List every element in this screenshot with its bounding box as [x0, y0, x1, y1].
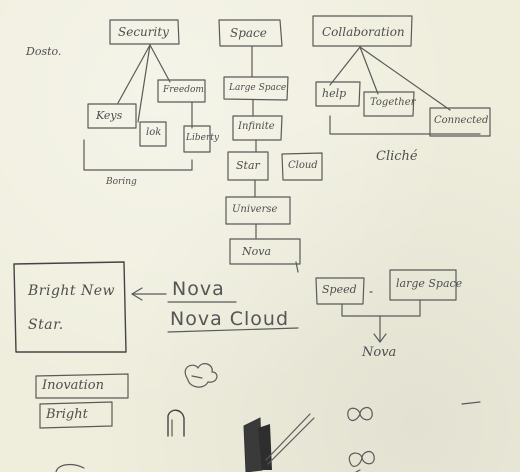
nova-cloud-heading: Nova Cloud [170, 308, 290, 330]
dosto-note: Dosto. [26, 45, 62, 58]
help-node: help [322, 87, 347, 100]
collaboration-tree-strokes [312, 15, 491, 137]
space-tree-strokes [218, 19, 323, 273]
combo-strokes [315, 269, 457, 343]
nova-node: Nova [242, 245, 272, 258]
freedom-node: Freedom [163, 85, 204, 95]
security-tree-strokes [83, 19, 211, 171]
result-box-line1: Bright New [28, 283, 116, 299]
speed-node: Speed [322, 283, 357, 296]
universe-node: Universe [232, 204, 278, 215]
collaboration-node: Collaboration [322, 25, 405, 39]
cliche-note: Cliché [376, 149, 418, 164]
lok-node: lok [146, 127, 162, 138]
result-box-line2: Star. [28, 317, 64, 333]
large-space-box: large Space [396, 277, 463, 290]
bottom-strokes [35, 363, 481, 472]
result-strokes [13, 261, 299, 353]
connected-node: Connected [434, 115, 489, 126]
star-node: Star [236, 159, 260, 172]
nova-result: Nova [362, 345, 397, 360]
innovation-label: Inovation [42, 378, 105, 393]
boring-note: Boring [106, 177, 137, 187]
space-node: Space [230, 26, 267, 40]
infinite-node: Infinite [238, 121, 275, 132]
security-node: Security [118, 25, 169, 39]
keys-node: Keys [96, 109, 123, 122]
nova-heading: Nova [172, 278, 225, 300]
cloud-node: Cloud [288, 160, 318, 171]
together-node: Together [370, 97, 416, 108]
bright-label: Bright [46, 407, 88, 422]
large-space-node: Large Space [229, 83, 287, 93]
liberty-node: Liberty [186, 133, 219, 143]
